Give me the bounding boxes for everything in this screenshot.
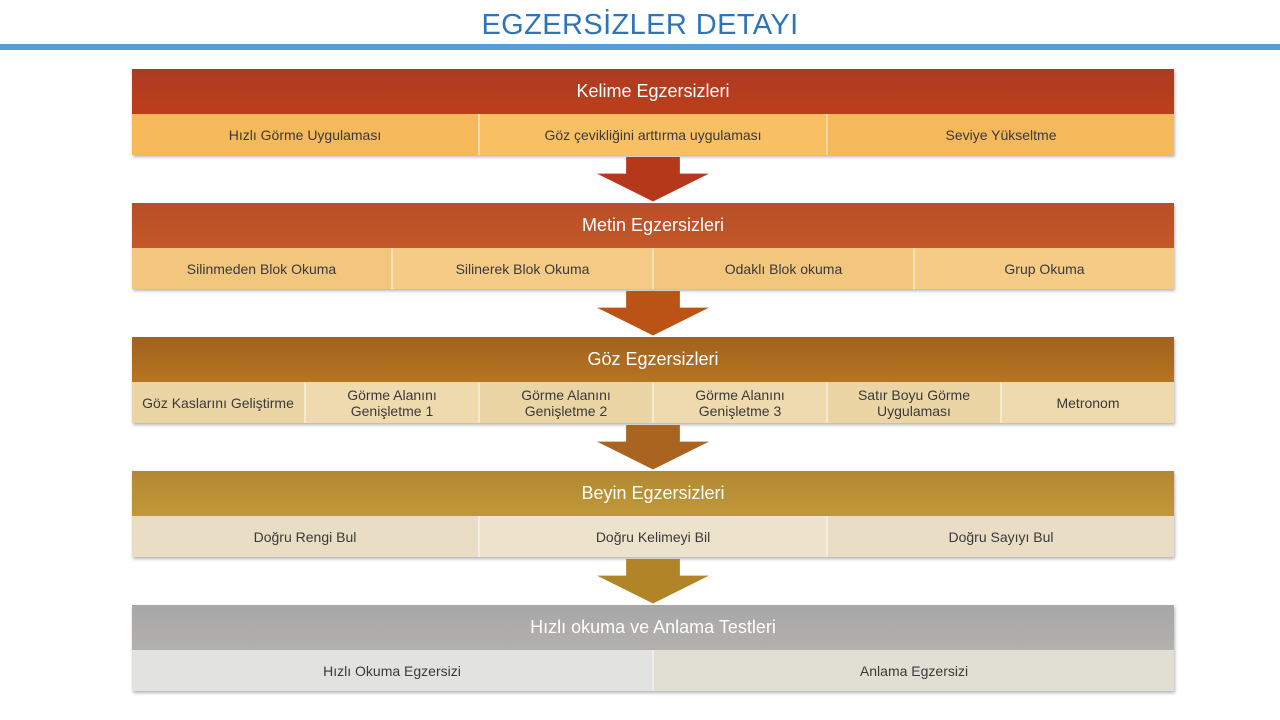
down-arrow-icon — [597, 156, 709, 202]
title-underline — [0, 44, 1280, 50]
exercise-item: Görme Alanını Genişletme 3 — [652, 382, 826, 423]
exercise-item: Doğru Rengi Bul — [132, 516, 478, 557]
exercise-item: Doğru Sayıyı Bul — [826, 516, 1174, 557]
exercise-item: Anlama Egzersizi — [652, 650, 1174, 691]
exercise-item: Görme Alanını Genişletme 1 — [304, 382, 478, 423]
exercise-item: Satır Boyu Görme Uygulaması — [826, 382, 1000, 423]
exercise-item: Seviye Yükseltme — [826, 114, 1174, 155]
section-header: Beyin Egzersizleri — [132, 471, 1174, 516]
exercise-item: Silinmeden Blok Okuma — [132, 248, 391, 289]
arrow-row — [132, 557, 1174, 605]
exercise-item: Odaklı Blok okuma — [652, 248, 913, 289]
exercise-item: Görme Alanını Genişletme 2 — [478, 382, 652, 423]
exercise-item: Silinerek Blok Okuma — [391, 248, 652, 289]
section-header: Hızlı okuma ve Anlama Testleri — [132, 605, 1174, 650]
arrow-row — [132, 423, 1174, 471]
exercise-item: Grup Okuma — [913, 248, 1174, 289]
exercise-item: Hızlı Okuma Egzersizi — [132, 650, 652, 691]
section-header: Kelime Egzersizleri — [132, 69, 1174, 114]
down-arrow-icon — [597, 290, 709, 336]
exercise-item: Doğru Kelimeyi Bil — [478, 516, 826, 557]
arrow-row — [132, 289, 1174, 337]
page-title: EGZERSİZLER DETAYI — [481, 9, 799, 41]
arrow-row — [132, 155, 1174, 203]
exercise-item: Hızlı Görme Uygulaması — [132, 114, 478, 155]
exercise-item: Göz Kaslarını Geliştirme — [132, 382, 304, 423]
down-arrow-icon — [597, 424, 709, 470]
exercise-item: Metronom — [1000, 382, 1174, 423]
exercise-item: Göz çevikliğini arttırma uygulaması — [478, 114, 826, 155]
section-header: Göz Egzersizleri — [132, 337, 1174, 382]
down-arrow-icon — [597, 558, 709, 604]
section-header: Metin Egzersizleri — [132, 203, 1174, 248]
